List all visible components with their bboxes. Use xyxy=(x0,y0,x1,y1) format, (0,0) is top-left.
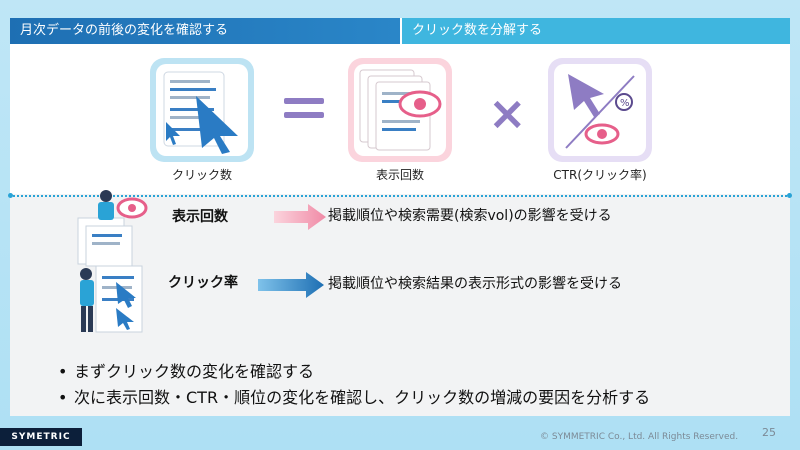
company-logo: SYMETRIC xyxy=(0,428,82,446)
eye-icon xyxy=(359,69,442,151)
impressions-illustration xyxy=(354,64,446,156)
clicks-illustration xyxy=(156,64,248,156)
dotted-divider xyxy=(10,195,790,197)
ctr-illustration: % xyxy=(554,64,646,156)
bullet-item: •まずクリック数の変化を確認する xyxy=(58,362,315,381)
divider-dot-left xyxy=(8,193,13,198)
blue-arrow-icon xyxy=(258,272,324,298)
impressions-tile xyxy=(348,58,452,162)
svg-text:%: % xyxy=(620,98,630,109)
equals-operator xyxy=(284,98,324,126)
clicks-tile xyxy=(150,58,254,162)
ctr-icon: % xyxy=(565,74,635,149)
impressions-row-label: 表示回数 xyxy=(172,209,228,225)
summary-bullets: •まずクリック数の変化を確認する •次に表示回数・CTR・順位の変化を確認し、ク… xyxy=(58,358,650,410)
ctr-row-label: クリック率 xyxy=(168,275,238,291)
times-operator: × xyxy=(488,86,527,140)
page-number: 25 xyxy=(762,426,776,439)
person-reading-icon xyxy=(77,190,148,267)
person-clicking-icon xyxy=(80,265,143,333)
ctr-tile: % xyxy=(548,58,652,162)
impressions-label: 表示回数 xyxy=(375,168,424,182)
slide: 月次データの前後の変化を確認する クリック数を分解する クリック数 xyxy=(8,18,792,416)
header-tabs: 月次データの前後の変化を確認する クリック数を分解する xyxy=(10,18,790,44)
bullet-item: •次に表示回数・CTR・順位の変化を確認し、クリック数の増減の要因を分析する xyxy=(58,388,651,407)
impressions-row-desc: 掲載順位や検索需要(検索vol)の影響を受ける xyxy=(328,208,612,224)
tab-decompose-clicks[interactable]: クリック数を分解する xyxy=(400,18,790,44)
ctr-label: CTR(クリック率) xyxy=(553,168,647,182)
copyright-text: © SYMMETRIC Co., Ltd. All Rights Reserve… xyxy=(540,432,739,442)
ctr-row-desc: 掲載順位や検索結果の表示形式の影響を受ける xyxy=(328,276,622,292)
pink-arrow-icon xyxy=(274,204,326,230)
divider-dot-right xyxy=(787,193,792,198)
clicks-label: クリック数 xyxy=(171,168,232,182)
tab-monthly-change[interactable]: 月次データの前後の変化を確認する xyxy=(10,18,400,44)
cursor-icon xyxy=(163,71,238,154)
